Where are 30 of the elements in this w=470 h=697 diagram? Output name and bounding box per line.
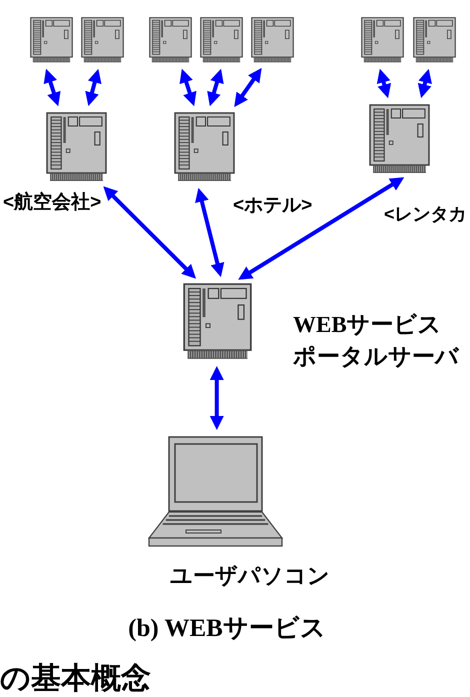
section-heading: の基本概念 xyxy=(0,662,151,695)
double-arrow xyxy=(195,188,224,278)
server-icon xyxy=(46,112,107,182)
server-icon xyxy=(81,17,124,63)
laptop-label: ユーザパソコン xyxy=(170,563,330,588)
server-icon xyxy=(183,283,252,360)
double-arrow xyxy=(207,68,224,106)
double-arrow xyxy=(418,68,432,98)
double-arrow xyxy=(103,186,196,279)
server-label: WEBサービスポータルサーバ xyxy=(293,311,460,371)
server-icon xyxy=(361,17,404,63)
double-arrow xyxy=(180,68,196,106)
double-arrow xyxy=(234,68,262,108)
server-icon xyxy=(200,17,243,63)
server-label: <ホテル> xyxy=(233,195,312,217)
laptop-icon xyxy=(148,436,283,547)
server-icon xyxy=(30,17,73,63)
double-arrow xyxy=(85,68,102,106)
double-arrow xyxy=(238,177,404,280)
server-label: <航空会社> xyxy=(3,192,102,214)
server-icon xyxy=(149,17,192,63)
double-arrow xyxy=(210,366,224,430)
double-arrow xyxy=(376,68,392,98)
server-label: <レンタカ xyxy=(384,204,467,225)
server-icon xyxy=(369,104,430,174)
server-icon xyxy=(251,17,294,63)
server-icon xyxy=(174,112,235,182)
figure-caption: (b) WEBサービス xyxy=(128,614,326,644)
double-arrow xyxy=(44,68,61,106)
server-icon xyxy=(413,17,456,63)
